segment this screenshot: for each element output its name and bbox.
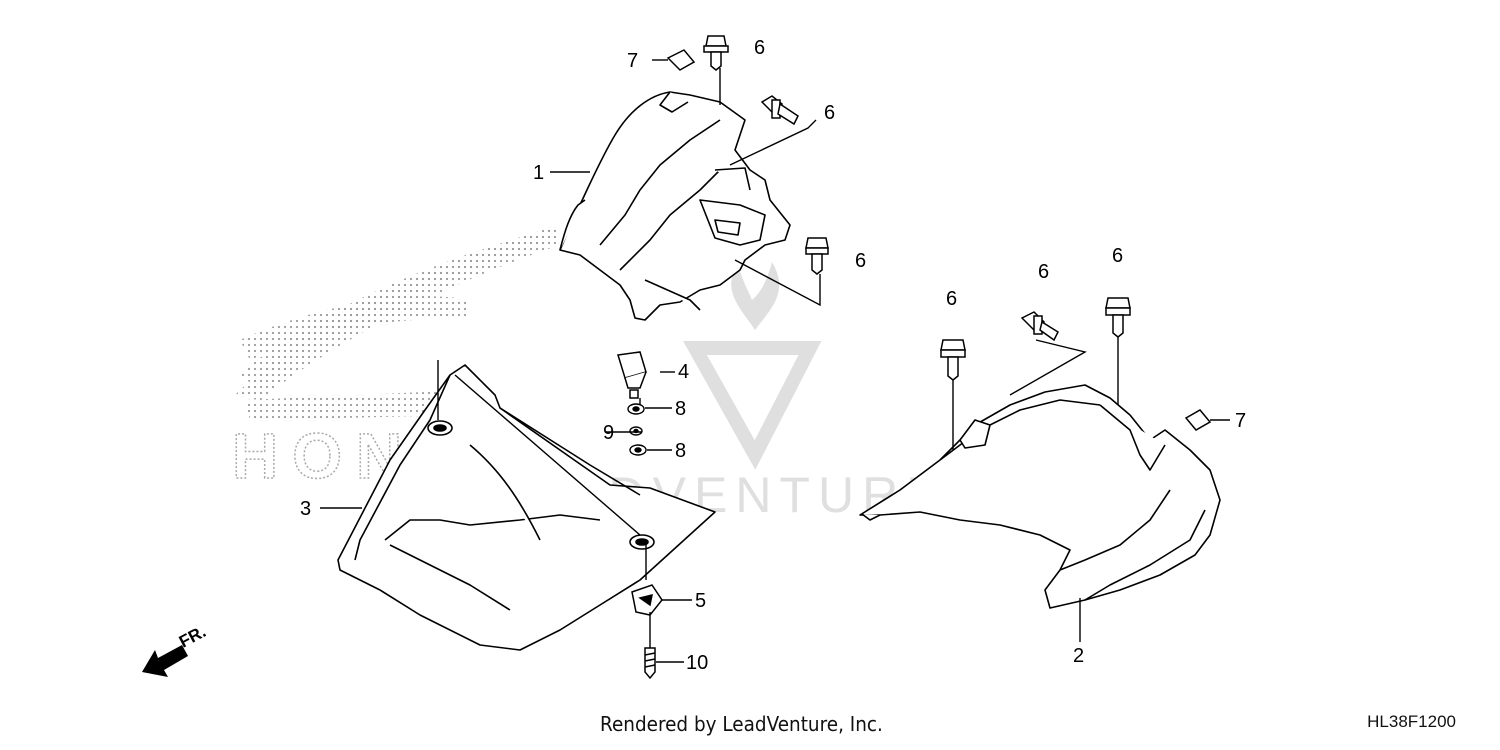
part-10-screw[interactable] bbox=[644, 647, 656, 680]
callout-4: 4 bbox=[678, 361, 689, 383]
honda-wing-logo bbox=[235, 225, 560, 420]
part-6-bolt-right[interactable] bbox=[1105, 297, 1131, 338]
callout-6-center: 6 bbox=[1038, 261, 1049, 283]
callout-7-right: 7 bbox=[1235, 410, 1246, 432]
leader-lines bbox=[320, 59, 1230, 663]
part-3-hood-panel[interactable] bbox=[337, 364, 716, 651]
part-6-bolt-mid[interactable] bbox=[805, 237, 829, 275]
part-5-clip[interactable] bbox=[631, 584, 663, 616]
part-8-washer-upper[interactable] bbox=[627, 403, 645, 415]
part-6-bolt-right-upper[interactable] bbox=[760, 95, 799, 126]
callout-9: 9 bbox=[603, 422, 614, 444]
part-6-bolt-left[interactable] bbox=[940, 339, 966, 381]
callout-8-upper: 8 bbox=[675, 398, 686, 420]
part-4-knob[interactable] bbox=[617, 351, 647, 399]
callout-5: 5 bbox=[695, 590, 706, 612]
callout-2: 2 bbox=[1073, 645, 1084, 667]
part-7-clip-nut-top[interactable] bbox=[666, 49, 696, 71]
part-6-bolt-top[interactable] bbox=[703, 35, 729, 71]
footer-credit: Rendered by LeadVenture, Inc. bbox=[600, 712, 883, 736]
part-1-upper-cover[interactable] bbox=[559, 91, 791, 321]
part-6-bolt-center[interactable] bbox=[1020, 311, 1059, 342]
callout-6-right: 6 bbox=[1112, 245, 1123, 267]
callout-6-mid: 6 bbox=[855, 250, 866, 272]
part-8-washer-lower[interactable] bbox=[629, 444, 647, 456]
callout-1: 1 bbox=[533, 162, 544, 184]
front-direction-arrow: FR. bbox=[142, 622, 209, 677]
callout-10: 10 bbox=[686, 652, 708, 674]
part-7-clip-nut-right[interactable] bbox=[1184, 409, 1212, 431]
callout-3: 3 bbox=[300, 498, 311, 520]
footer: Rendered by LeadVenture, Inc. HL38F1200 bbox=[0, 712, 1500, 742]
part-2-side-cover[interactable] bbox=[859, 384, 1221, 609]
diagram-code: HL38F1200 bbox=[1367, 712, 1456, 731]
callout-6-top: 6 bbox=[754, 37, 765, 59]
part-9-washer[interactable] bbox=[629, 426, 643, 436]
callout-8-lower: 8 bbox=[675, 440, 686, 462]
callout-7-top: 7 bbox=[627, 50, 638, 72]
callout-6-left: 6 bbox=[946, 288, 957, 310]
callout-6-right-upper: 6 bbox=[824, 102, 835, 124]
